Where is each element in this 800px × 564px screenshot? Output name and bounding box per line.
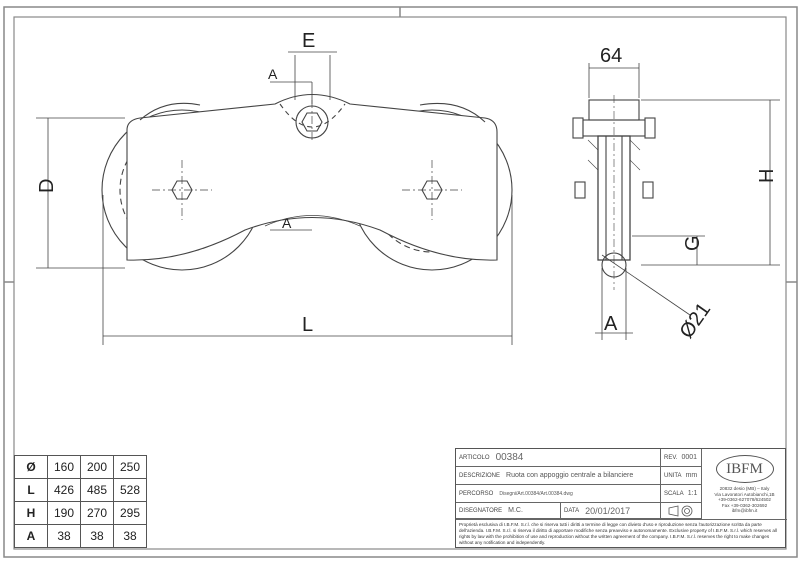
data-value: 20/01/2017 [585,505,631,516]
cell: 426 [47,478,81,502]
address-line: 20832 desio (MB) – Italy [719,486,770,491]
dim-label-a-side: A [604,313,618,335]
cell: 250 [113,455,147,479]
fax-line: Fax +39-0362-302692 [721,502,768,508]
data-cell: DATA 20/01/2017 [561,503,661,519]
articolo-value: 00384 [495,452,524,463]
scala-label: SCALA [664,490,684,497]
dim-label-64: 64 [600,45,622,67]
dim-label-h: H [756,169,778,183]
cell: 200 [80,455,114,479]
cell: 190 [47,501,81,525]
side-dimensions [588,63,780,340]
front-view [101,93,513,271]
descrizione-label: DESCRIZIONE [459,472,501,479]
rev-value: 0001 [681,454,698,461]
articolo-row: ARTICOLO 00384 [456,449,661,467]
disegnatore-cell: DISEGNATORE M.C. [456,503,561,519]
rev-cell: REV.0001 [661,449,702,467]
dim-label-a-mid: A [282,215,292,231]
dim-label-e: E [302,30,315,52]
front-dimensions [36,51,513,345]
percorso-label: PERCORSO [459,490,494,497]
title-block: ARTICOLO 00384 DESCRIZIONE Ruota con appog… [455,448,787,549]
articolo-label: ARTICOLO [459,454,490,461]
scala-value: 1:1 [687,490,698,497]
projection-symbol-icon [668,505,693,516]
phone-line: +39-0362-627078/624502 [717,497,771,502]
rev-label: REV. [664,454,678,461]
ibfm-logo: IBFM [715,455,774,483]
sheet-frame [3,6,798,558]
unita-value: mm [685,472,698,479]
disegnatore-value: M.C. [508,507,523,514]
dim-label-a-top: A [268,66,278,82]
address-line: Via Lavoratori Autobianchi,1B [714,491,775,497]
cell: 38 [80,524,114,548]
row-label: H [14,501,48,525]
percorso-row: PERCORSO Disegni/Art.00384/Art.00384.dwg [456,485,661,503]
row-label: A [14,524,48,548]
row-label: Ø [14,455,48,479]
ownership-notice: Proprietà esclusiva di I.B.F.M. S.r.l. c… [456,519,787,549]
descrizione-value: Ruota con appoggio centrale a bilanciere [506,472,634,479]
data-label: DATA [564,507,580,514]
unita-label: UNITA [664,472,682,479]
dim-label-g: G [682,235,704,251]
disegnatore-label: DISEGNATORE [459,507,503,514]
descrizione-row: DESCRIZIONE Ruota con appoggio centrale a… [456,467,661,485]
cell: 295 [113,501,147,525]
projection-symbol-cell [661,503,702,519]
company-logo-block: IBFM 20832 desio (MB) – Italy Via Lavora… [702,449,787,519]
dim-label-diameter: Ø21 [676,299,716,343]
side-view [572,95,656,290]
email-line: ibfm@ibfm.it [731,508,758,513]
percorso-value: Disegni/Art.00384/Art.00384.dwg [499,490,573,497]
dim-label-l: L [302,314,313,336]
dim-label-d: D [36,179,58,193]
cell: 38 [113,524,147,548]
cell: 485 [80,478,114,502]
cell: 38 [47,524,81,548]
cell: 528 [113,478,147,502]
row-label: L [14,478,48,502]
cell: 160 [47,455,81,479]
cell: 270 [80,501,114,525]
